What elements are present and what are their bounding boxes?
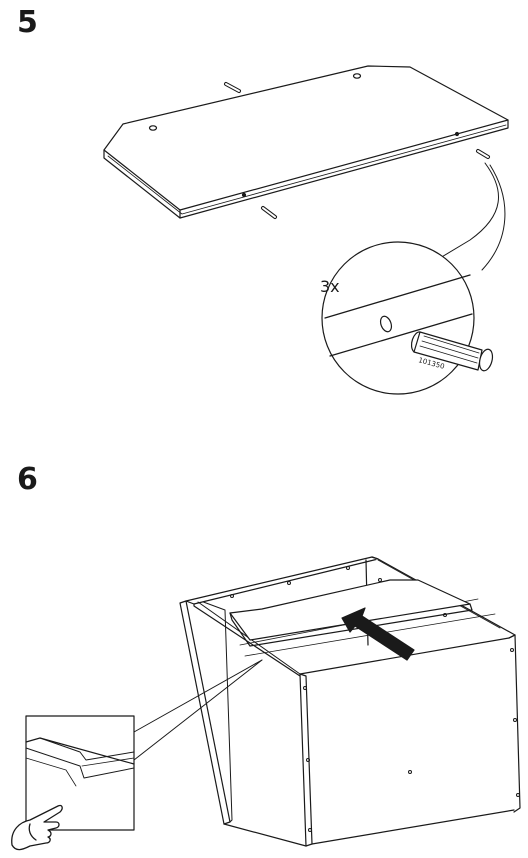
pointing-hand-icon: [11, 804, 63, 851]
detail-box-shelf-groove: [25, 715, 135, 831]
shelf-panel: [103, 65, 509, 219]
cabinet-carcass: [179, 556, 521, 847]
step-5-number: 5: [17, 5, 38, 40]
step-6-number: 6: [17, 462, 38, 497]
wooden-dowel: [224, 82, 490, 219]
quantity-label: 3x: [320, 277, 340, 296]
detail-magnifier-dowel: [321, 241, 494, 395]
direction-arrow: [341, 607, 415, 661]
